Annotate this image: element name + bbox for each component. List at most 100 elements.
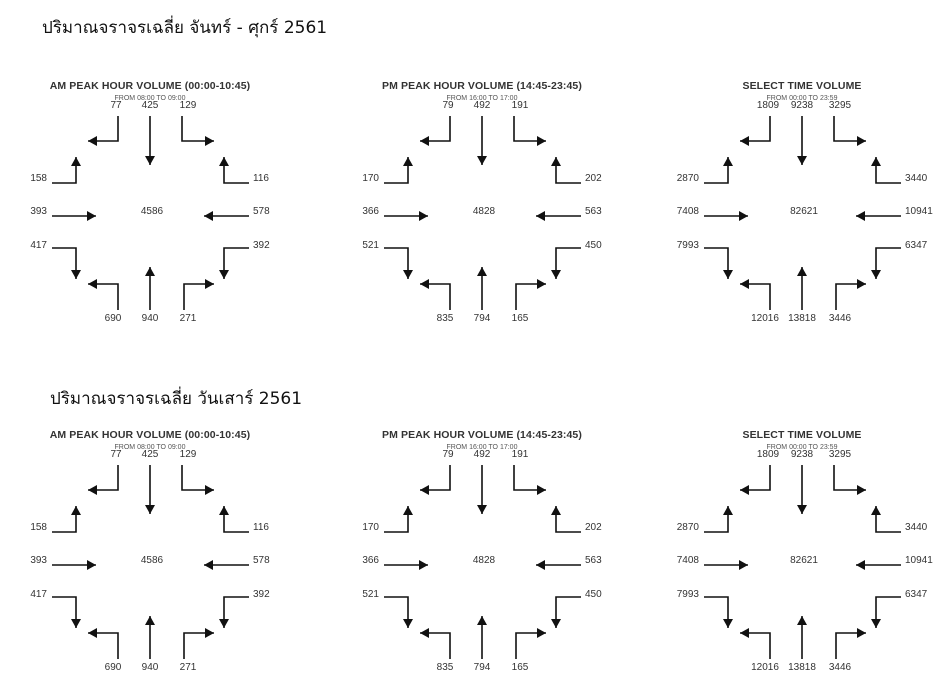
arrow-head	[88, 485, 97, 495]
north-through-arrow	[797, 116, 807, 165]
east-through-arrow	[536, 211, 581, 221]
west-left-turn-arrow	[704, 506, 733, 533]
arrow-head	[551, 506, 561, 515]
north-right-turn-arrow	[740, 465, 771, 495]
north-volume-label: 9238	[790, 449, 814, 460]
north-right-turn-arrow	[420, 465, 451, 495]
north-volume-label: 1809	[756, 100, 780, 111]
total-volume-label: 4586	[140, 206, 164, 217]
arrow-head	[871, 157, 881, 166]
north-volume-label: 492	[473, 100, 491, 111]
arrow-head	[740, 279, 749, 289]
intersection-volume-diagram: PM PEAK HOUR VOLUME (14:45-23:45)FROM 16…	[332, 429, 632, 679]
east-left-turn-arrow	[551, 596, 581, 628]
arrow-head	[536, 560, 545, 570]
arrow-head	[419, 560, 428, 570]
diagram-time-range: FROM 08:00 TO 09:00	[114, 444, 186, 451]
arrow-head	[871, 270, 881, 279]
arrow-head	[537, 485, 546, 495]
west-right-turn-arrow	[52, 596, 81, 628]
east-volume-label: 392	[253, 589, 270, 600]
east-left-turn-arrow	[219, 247, 249, 279]
south-left-turn-arrow	[740, 628, 771, 659]
west-volume-label: 366	[362, 206, 379, 217]
east-volume-label: 578	[253, 206, 270, 217]
east-right-turn-arrow	[219, 157, 249, 184]
diagram-title: SELECT TIME VOLUME	[742, 429, 862, 441]
arrow-head	[87, 211, 96, 221]
arrow-head	[856, 560, 865, 570]
west-left-turn-arrow	[384, 157, 413, 184]
arrow-head	[87, 560, 96, 570]
north-volume-label: 3295	[828, 100, 852, 111]
west-left-turn-arrow	[704, 157, 733, 184]
east-right-turn-arrow	[551, 157, 581, 184]
arrow-head	[420, 628, 429, 638]
south-left-turn-arrow	[88, 628, 119, 659]
south-through-arrow	[477, 267, 487, 310]
total-volume-label: 4586	[140, 555, 164, 566]
north-through-arrow	[477, 116, 487, 165]
diagram-title: PM PEAK HOUR VOLUME (14:45-23:45)	[382, 429, 582, 441]
south-left-turn-arrow	[420, 628, 451, 659]
total-volume-label: 82621	[790, 206, 818, 217]
arrow-head	[205, 628, 214, 638]
diagram-title: PM PEAK HOUR VOLUME (14:45-23:45)	[382, 80, 582, 92]
west-through-arrow	[704, 211, 748, 221]
north-left-turn-arrow	[833, 116, 866, 146]
turning-movement-arrows	[704, 116, 901, 310]
north-volume-label: 191	[511, 100, 529, 111]
arrow-head	[477, 505, 487, 514]
south-volume-label: 13818	[788, 313, 816, 324]
west-volume-label: 7408	[676, 206, 699, 217]
west-through-arrow	[52, 560, 96, 570]
north-volume-label: 79	[442, 100, 454, 111]
arrow-head	[723, 619, 733, 628]
arrow-head	[219, 506, 229, 515]
west-through-arrow	[52, 211, 96, 221]
arrow-head	[71, 506, 81, 515]
north-right-turn-arrow	[420, 116, 451, 146]
east-right-turn-arrow	[871, 157, 901, 184]
north-through-arrow	[797, 465, 807, 514]
west-right-turn-arrow	[384, 247, 413, 279]
arrow-head	[419, 211, 428, 221]
north-through-arrow	[145, 465, 155, 514]
arrow-head	[536, 211, 545, 221]
south-volume-label: 12016	[751, 662, 779, 673]
arrow-head	[145, 267, 155, 276]
east-right-turn-arrow	[871, 506, 901, 533]
east-volume-label: 10941	[905, 555, 933, 566]
arrow-head	[723, 270, 733, 279]
arrow-head	[88, 279, 97, 289]
west-volume-label: 366	[362, 555, 379, 566]
diagram-title: AM PEAK HOUR VOLUME (00:00-10:45)	[49, 429, 251, 441]
turning-movement-arrows	[52, 116, 249, 310]
east-volume-label: 116	[253, 522, 269, 533]
west-right-turn-arrow	[52, 247, 81, 279]
south-volume-label: 690	[104, 313, 122, 324]
arrow-head	[145, 616, 155, 625]
west-right-turn-arrow	[704, 596, 733, 628]
west-through-arrow	[384, 211, 428, 221]
south-left-turn-arrow	[420, 279, 451, 310]
north-through-arrow	[477, 465, 487, 514]
east-right-turn-arrow	[551, 506, 581, 533]
west-volume-label: 417	[30, 589, 47, 600]
west-volume-label: 7993	[676, 589, 699, 600]
west-left-turn-arrow	[384, 506, 413, 533]
diagram-time-range: FROM 08:00 TO 09:00	[114, 95, 186, 102]
arrow-head	[871, 506, 881, 515]
north-left-turn-arrow	[833, 465, 866, 495]
north-through-arrow	[145, 116, 155, 165]
south-volume-label: 940	[141, 313, 159, 324]
arrow-head	[537, 279, 546, 289]
west-volume-label: 158	[30, 522, 47, 533]
north-right-turn-arrow	[88, 116, 119, 146]
total-volume-label: 4828	[472, 555, 496, 566]
south-right-turn-arrow	[183, 279, 214, 310]
arrow-head	[477, 156, 487, 165]
arrow-head	[551, 157, 561, 166]
arrow-head	[403, 619, 413, 628]
